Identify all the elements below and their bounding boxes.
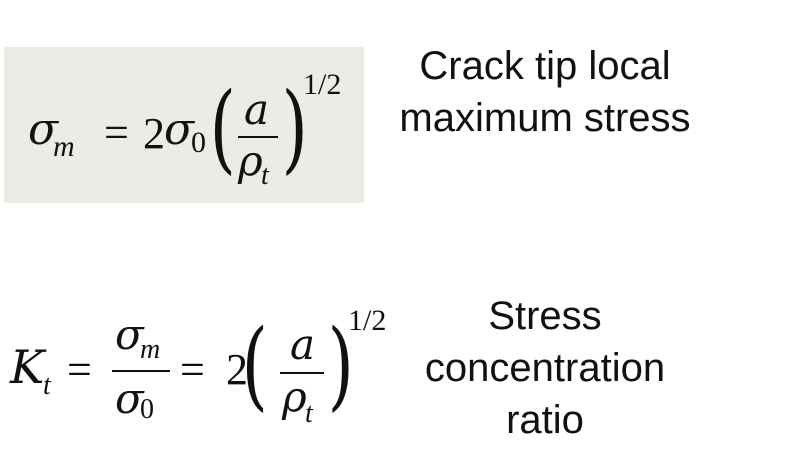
eq2-k: K — [10, 340, 45, 394]
eq1-fraction-bar — [238, 136, 278, 138]
eq2-den-sigma: σ — [115, 374, 144, 423]
eq2-den-subscript: 0 — [140, 394, 154, 425]
eq2-caption-line-2: concentration — [424, 346, 666, 390]
eq2-k-subscript: t — [43, 370, 51, 401]
eq2-left-paren: ( — [241, 309, 268, 421]
eq2-fraction-bar-2 — [280, 372, 324, 374]
eq1-caption-line-1: Crack tip local — [419, 44, 671, 88]
eq2-num-sigma: σ — [115, 310, 144, 359]
eq1-numerator-a: a — [244, 85, 270, 134]
eq2-numerator-a: a — [290, 320, 316, 369]
eq2-caption-line-1: Stress — [488, 294, 602, 338]
eq2-denominator-subscript: t — [305, 398, 313, 429]
eq2-fraction-bar-1 — [112, 370, 170, 372]
eq1-equals: = — [104, 108, 129, 157]
eq1-left-paren: ( — [209, 72, 236, 184]
eq1-denominator-rho: ρ — [238, 136, 263, 185]
eq1-sigma-0: σ — [164, 104, 195, 155]
eq1-coefficient: 2 — [143, 109, 165, 158]
eq2-exponent: 1/2 — [348, 304, 387, 337]
eq1-caption: Crack tip local maximum stress — [380, 40, 710, 144]
eq2-denominator-rho: ρ — [282, 372, 307, 421]
eq2-coefficient: 2 — [226, 345, 248, 394]
eq2-equals-2: = — [180, 345, 205, 394]
eq2-num-subscript: m — [140, 334, 161, 365]
eq2-equals-1: = — [67, 345, 92, 394]
eq1-right-paren: ) — [281, 72, 308, 184]
eq2-right-paren: ) — [327, 309, 354, 421]
eq1-caption-line-2: maximum stress — [399, 96, 691, 140]
eq1-sigma-0-subscript: 0 — [191, 126, 206, 159]
eq2-caption: Stress concentration ratio — [390, 290, 700, 446]
eq1-exponent: 1/2 — [303, 68, 342, 101]
eq1-denominator-subscript: t — [261, 160, 269, 191]
eq1-sigma-m-subscript: m — [53, 130, 75, 163]
eq1-sigma-m: σ — [28, 104, 59, 155]
eq2-caption-line-3: ratio — [506, 398, 584, 442]
equation-1-highlight-box — [4, 47, 364, 203]
